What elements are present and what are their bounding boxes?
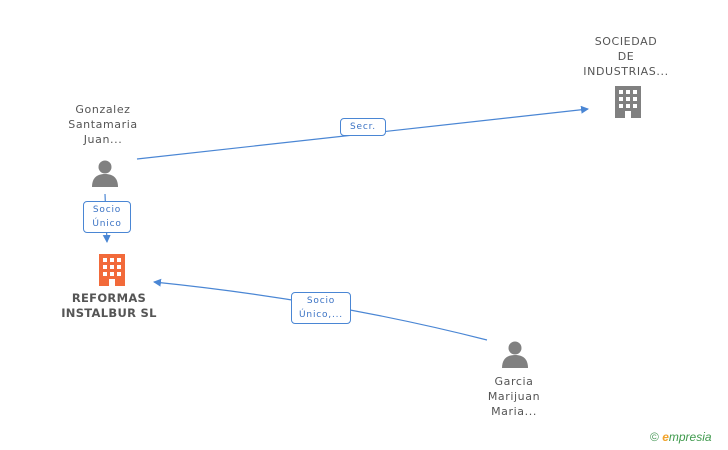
edge-socio-unico-line-1: Socio [92,205,122,215]
node-garcia-label[interactable]: Garcia Marijuan Maria... [468,374,560,419]
brand-e: e [662,430,669,444]
node-gonzalez-line-1: Gonzalez [75,103,131,116]
node-sociedad-line-3: INDUSTRIAS... [583,65,669,78]
node-reformas-label[interactable]: REFORMAS INSTALBUR SL [50,291,168,321]
empresia-watermark: © empresia [650,430,712,444]
main-building-icon[interactable] [96,252,128,288]
node-reformas-line-1: REFORMAS [71,291,147,305]
node-gonzalez-line-2: Santamaria [68,118,138,131]
node-sociedad-line-1: SOCIEDAD [594,35,658,48]
brand-name: mpresia [668,430,712,444]
edge-secr-text: Secr. [350,122,376,132]
node-gonzalez-line-3: Juan... [83,133,123,146]
person-icon[interactable] [90,158,120,188]
node-sociedad-label[interactable]: SOCIEDAD DE INDUSTRIAS... [576,34,676,79]
edge-socio-unico-label[interactable]: Socio Único [83,201,131,233]
node-garcia-line-1: Garcia [494,375,534,388]
node-gonzalez-label[interactable]: Gonzalez Santamaria Juan... [55,102,151,147]
edge-socio-unico2-line-1: Socio [306,296,336,306]
edge-socio-unico2-label[interactable]: Socio Único,... [291,292,351,324]
edge-secr-label[interactable]: Secr. [340,118,386,136]
node-reformas-line-2: INSTALBUR SL [61,306,157,320]
node-garcia-line-2: Marijuan [487,390,541,403]
copyright-symbol: © [650,430,659,444]
building-icon[interactable] [612,84,644,120]
person-icon[interactable] [500,339,530,369]
edge-socio-unico-line-2: Único [92,219,122,229]
edge-socio-unico2-line-2: Único,... [299,310,343,320]
node-sociedad-line-2: DE [617,50,635,63]
node-garcia-line-3: Maria... [491,405,537,418]
